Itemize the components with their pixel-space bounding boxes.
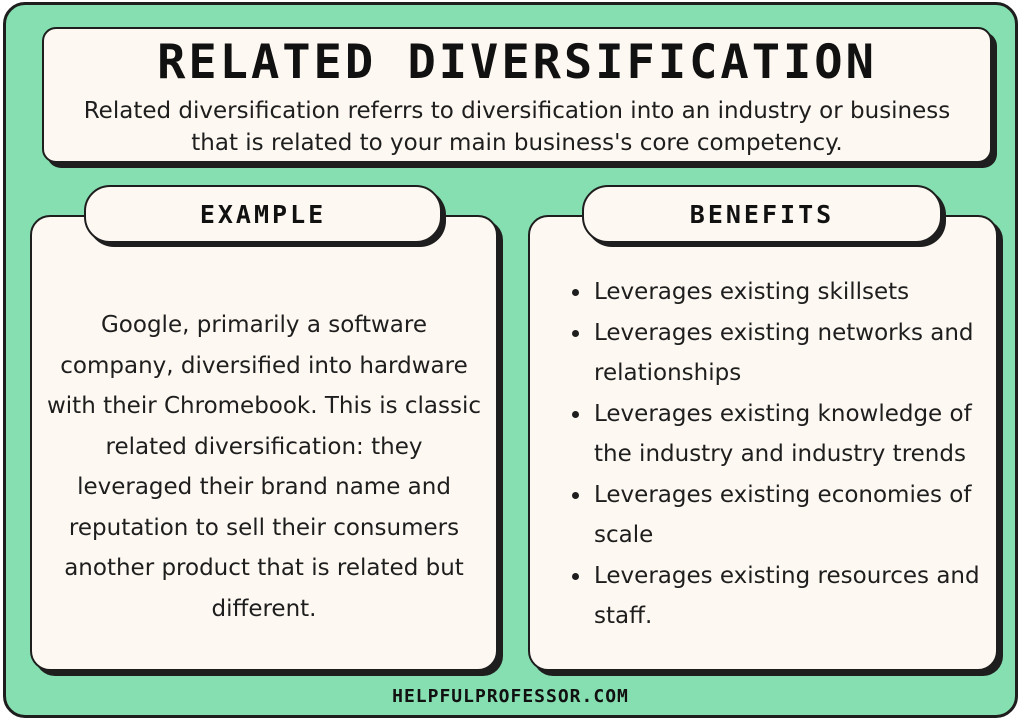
definition-text: Related diversification referrs to diver… — [83, 98, 951, 156]
header-card: RELATED DIVERSIFICATION Related diversif… — [42, 27, 992, 163]
benefit-item: Leverages existing resources and staff. — [592, 556, 984, 637]
benefit-item: Leverages existing knowledge of the indu… — [592, 394, 984, 475]
page-title: RELATED DIVERSIFICATION — [157, 35, 877, 90]
example-panel: Google, primarily a software company, di… — [30, 215, 498, 671]
benefits-panel: Leverages existing skillsets Leverages e… — [528, 215, 998, 671]
infographic-background: RELATED DIVERSIFICATION Related diversif… — [3, 2, 1018, 718]
benefits-heading: BENEFITS — [582, 185, 942, 243]
benefit-item: Leverages existing networks and relation… — [592, 313, 984, 394]
example-heading: EXAMPLE — [84, 185, 442, 243]
example-text: Google, primarily a software company, di… — [46, 312, 482, 622]
benefit-item: Leverages existing skillsets — [592, 272, 984, 313]
benefits-list: Leverages existing skillsets Leverages e… — [566, 272, 984, 637]
benefit-item: Leverages existing economies of scale — [592, 475, 984, 556]
footer-website: HELPFULPROFESSOR.COM — [392, 686, 629, 707]
